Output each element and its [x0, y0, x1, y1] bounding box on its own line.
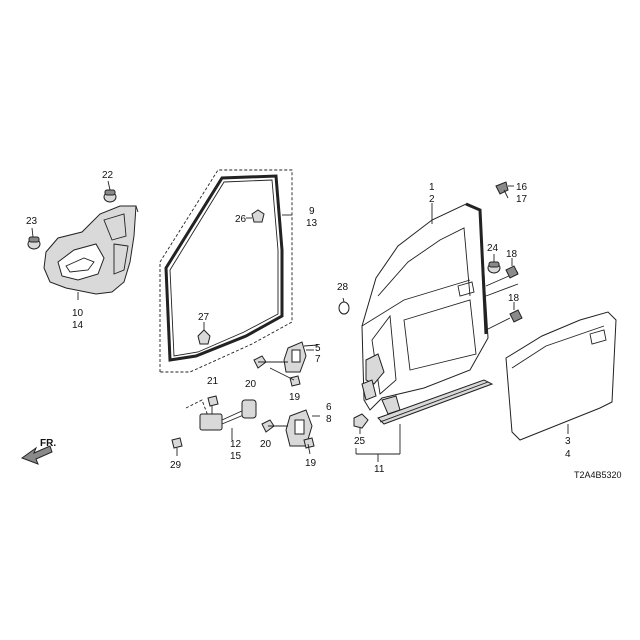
bolt-19-lower — [303, 437, 315, 455]
door-shell — [361, 202, 519, 415]
callout-7: 7 — [315, 354, 321, 365]
callout-15: 15 — [230, 451, 242, 462]
diagram-code: T2A4B5320 — [574, 470, 622, 480]
callout-28: 28 — [337, 282, 349, 293]
clip-25 — [353, 413, 369, 434]
callout-20-upper: 20 — [245, 379, 257, 390]
callout-13: 13 — [306, 218, 318, 229]
seal-ring-28 — [338, 297, 350, 315]
grommet-23 — [27, 227, 41, 250]
callout-1: 1 — [429, 182, 435, 193]
callout-10: 10 — [72, 308, 84, 319]
callout-3: 3 — [565, 436, 571, 447]
door-weatherstrip — [159, 169, 293, 373]
callout-21: 21 — [207, 376, 219, 387]
callout-11: 11 — [374, 464, 385, 475]
callout-12: 12 — [230, 439, 242, 450]
front-direction-label: FR. — [40, 438, 56, 449]
door-outer-skin — [505, 311, 617, 441]
callout-19-upper: 19 — [289, 392, 301, 403]
callout-25: 25 — [354, 436, 366, 447]
bolt-29 — [171, 437, 183, 456]
clip-27 — [197, 322, 211, 345]
callout-23: 23 — [26, 216, 38, 227]
bolt-20-lower — [261, 419, 288, 433]
callout-22: 22 — [102, 170, 114, 181]
callout-24: 24 — [487, 243, 499, 254]
bolt-21 — [207, 395, 219, 407]
clip-18-upper — [505, 258, 519, 279]
upper-hinge — [283, 341, 314, 373]
callout-5: 5 — [315, 343, 321, 354]
clip-16 — [495, 181, 514, 199]
door-molding — [355, 379, 494, 462]
callout-16: 16 — [516, 182, 528, 193]
bolt-20-upper — [253, 355, 288, 369]
callout-9: 9 — [309, 206, 315, 217]
door-inner-cover — [43, 205, 139, 295]
callout-2: 2 — [429, 194, 435, 205]
grommet-24 — [487, 254, 501, 274]
callout-8: 8 — [326, 414, 332, 425]
lower-hinge — [285, 409, 320, 447]
callout-26: 26 — [235, 214, 247, 225]
front-arrow-icon — [20, 445, 53, 465]
callout-6: 6 — [326, 402, 332, 413]
callout-29: 29 — [170, 460, 182, 471]
bolt-19-upper — [269, 367, 301, 387]
callout-20-lower: 20 — [260, 439, 272, 450]
callout-4: 4 — [565, 449, 571, 460]
callout-18-upper: 18 — [506, 249, 518, 260]
callout-14: 14 — [72, 320, 84, 331]
callout-27: 27 — [198, 312, 210, 323]
door-checker — [185, 399, 257, 431]
callout-18-lower: 18 — [508, 293, 520, 304]
callout-17: 17 — [516, 194, 528, 205]
clip-26 — [246, 209, 265, 223]
clip-18-lower — [509, 302, 523, 323]
callout-19-lower: 19 — [305, 458, 317, 469]
grommet-22 — [103, 180, 117, 203]
